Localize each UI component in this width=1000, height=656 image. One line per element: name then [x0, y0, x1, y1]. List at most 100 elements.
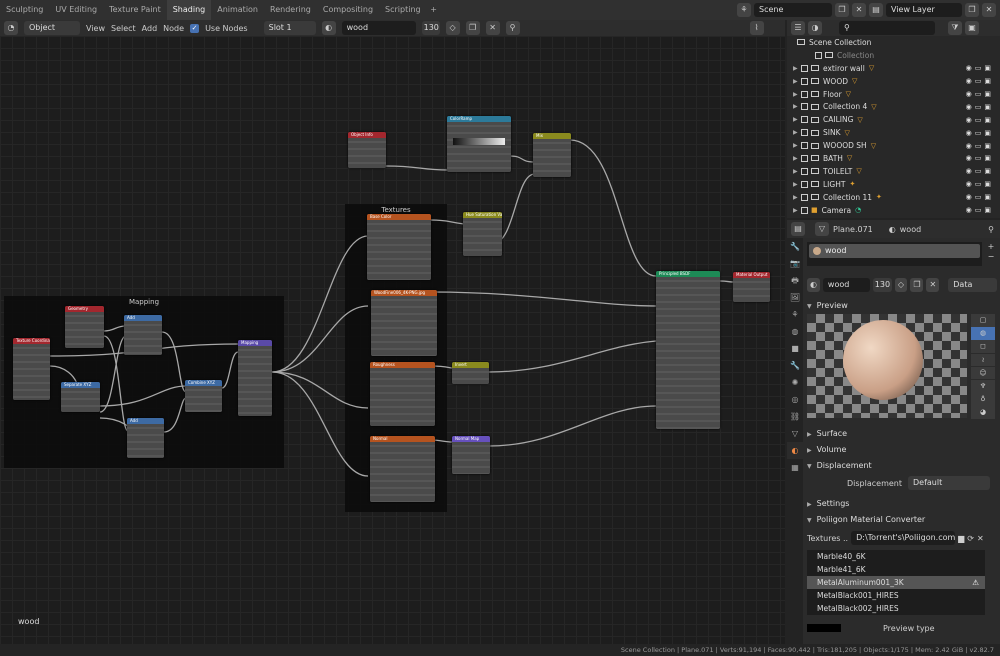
material-name-field[interactable]: wood — [341, 21, 416, 35]
scene-icon[interactable]: ⚘ — [737, 3, 751, 17]
output-tab-icon[interactable]: 🖶 — [791, 276, 799, 285]
close-icon[interactable]: ✕ — [485, 21, 500, 35]
snap-icon[interactable]: ⌇ — [749, 21, 764, 35]
panel-volume[interactable]: ▶Volume — [807, 442, 997, 458]
use-nodes-checkbox[interactable]: ✓ — [190, 23, 200, 33]
exclude-checkbox[interactable] — [815, 51, 822, 59]
expand-icon[interactable]: ▶ — [793, 116, 798, 124]
copy-icon[interactable]: ❐ — [910, 278, 924, 292]
exclude-checkbox[interactable] — [801, 193, 808, 201]
node-add[interactable]: Add — [124, 315, 162, 355]
physics-tab-icon[interactable]: ◎ — [791, 395, 799, 404]
object-mode-dropdown[interactable]: Object — [24, 21, 80, 35]
refresh-icon[interactable]: ⟳ — [967, 533, 974, 543]
material-users-count[interactable]: 130 — [421, 21, 440, 35]
filter-icon[interactable]: ⧩ — [948, 21, 962, 35]
tab-compositing[interactable]: Compositing — [322, 5, 374, 14]
exclude-checkbox[interactable] — [801, 103, 808, 111]
expand-icon[interactable]: ▶ — [793, 154, 798, 162]
node-wood-texture[interactable]: WoodFine006_4K-PNG.jpg — [371, 290, 437, 356]
texture-list-item[interactable]: Marble40_6K — [817, 552, 866, 561]
material-users-count[interactable]: 130 — [872, 278, 892, 292]
visibility-icons[interactable]: ◉▭▣ — [965, 102, 994, 111]
tab-sculpting[interactable]: Sculpting — [6, 5, 44, 14]
node-separate-xyz[interactable]: Separate XYZ — [61, 382, 100, 412]
node-object-info[interactable]: Object Info — [348, 132, 386, 168]
outliner-row[interactable]: ▶WOOD▽◉▭▣ — [787, 75, 1000, 88]
material-datablock-field[interactable]: wood — [822, 278, 870, 292]
exclude-checkbox[interactable] — [801, 154, 808, 162]
tab-animation[interactable]: Animation — [217, 5, 259, 14]
material-slot-list[interactable]: wood — [807, 242, 982, 266]
outliner-row[interactable]: ▶TOILELT▽◉▭▣ — [787, 165, 1000, 178]
node-invert[interactable]: Invert — [452, 362, 489, 384]
tab-scripting[interactable]: Scripting — [385, 5, 421, 14]
panel-displacement[interactable]: ▼Displacement — [807, 458, 997, 474]
menu-view[interactable]: View — [86, 23, 105, 33]
node-roughness-texture[interactable]: Roughness — [370, 362, 435, 426]
scene-collection-row[interactable]: Scene Collection — [787, 36, 1000, 49]
tab-texture-paint[interactable]: Texture Paint — [109, 5, 161, 14]
visibility-icons[interactable]: ◉▭▣ — [965, 77, 994, 86]
view-layer-field[interactable]: View Layer — [886, 3, 962, 17]
preview-fluid-icon[interactable]: ♁ — [971, 393, 995, 406]
visibility-icons[interactable]: ◉▭▣ — [965, 90, 994, 98]
node-normal-map[interactable]: Normal Map — [452, 436, 490, 474]
editor-type-icon[interactable]: ◔ — [4, 21, 18, 35]
fake-user-shield-icon[interactable]: ◇ — [445, 21, 460, 35]
expand-icon[interactable]: ▶ — [793, 90, 798, 98]
visibility-icons[interactable]: ◉▭▣ — [965, 206, 994, 215]
exclude-checkbox[interactable] — [801, 142, 808, 150]
close-icon[interactable]: ✕ — [982, 3, 996, 17]
visibility-icons[interactable]: ◉▭▣ — [965, 180, 994, 189]
material-tab-icon[interactable]: ◐ — [787, 442, 803, 459]
panel-settings[interactable]: ▶Settings — [807, 496, 997, 512]
visibility-icons[interactable]: ◉▭▣ — [965, 154, 994, 163]
expand-icon[interactable]: ▶ — [793, 180, 798, 188]
exclude-checkbox[interactable] — [801, 116, 808, 124]
node-material-output[interactable]: Material Output — [733, 272, 770, 302]
modifier-tab-icon[interactable]: 🔧 — [790, 361, 800, 370]
texture-tab-icon[interactable]: ▦ — [791, 463, 799, 472]
preview-flat-icon[interactable]: ▢ — [971, 314, 995, 327]
preview-hair-icon[interactable]: ≀ — [971, 353, 995, 367]
expand-icon[interactable]: ▶ — [793, 64, 798, 72]
outliner-editor-icon[interactable]: ☰ — [791, 21, 805, 35]
properties-editor-icon[interactable]: ▤ — [791, 222, 805, 236]
node-color-ramp[interactable]: ColorRamp — [447, 116, 511, 172]
visibility-icons[interactable]: ◉▭▣ — [965, 141, 994, 150]
outliner-row[interactable]: ▶■Camera◔◉▭▣ — [787, 204, 1000, 217]
outliner-row[interactable]: ▶Collection 4▽◉▭▣ — [787, 100, 1000, 113]
exclude-checkbox[interactable] — [801, 90, 808, 98]
preview-cube-icon[interactable]: ◻ — [971, 340, 995, 353]
node-texture-coordinate[interactable]: Texture Coordinate — [13, 338, 50, 400]
outliner-row[interactable]: ▶extiror wall▽◉▭▣ — [787, 62, 1000, 75]
outliner-row[interactable]: ▶Floor▽◉▭▣ — [787, 88, 1000, 101]
node-base-color-texture[interactable]: Base Color — [367, 214, 431, 280]
preview-cloth-icon[interactable]: ♆ — [971, 379, 995, 393]
expand-icon[interactable]: ▶ — [793, 167, 798, 175]
visibility-icons[interactable]: ◉▭▣ — [965, 64, 994, 73]
close-icon[interactable]: ✕ — [926, 278, 940, 292]
expand-icon[interactable]: ▶ — [793, 103, 798, 111]
remove-slot-icon[interactable]: − — [987, 252, 995, 261]
displacement-dropdown[interactable]: Default — [908, 476, 990, 490]
node-add-2[interactable]: Add — [127, 418, 164, 458]
node-normal-texture[interactable]: Normal — [370, 436, 435, 502]
textures-path-field[interactable]: D:\Torrent's\Poliigon.com\ — [851, 531, 956, 545]
visibility-icons[interactable]: ◉▭▣ — [965, 128, 994, 137]
expand-icon[interactable]: ▶ — [793, 206, 798, 214]
expand-icon[interactable]: ▶ — [793, 193, 798, 201]
render-tab-icon[interactable]: 📷 — [790, 259, 800, 268]
texture-list-item-selected[interactable]: MetalAluminum001_3K⚠ — [807, 576, 985, 589]
preview-sphere-icon[interactable]: ◍ — [971, 327, 995, 340]
outliner-search-input[interactable]: ⚲ — [839, 21, 935, 35]
exclude-checkbox[interactable] — [801, 64, 808, 72]
preview-world-icon[interactable]: ◕ — [971, 406, 995, 419]
outliner-row[interactable]: ▶Collection 11✦◉▭▣ — [787, 191, 1000, 204]
close-icon[interactable]: ✕ — [852, 3, 866, 17]
expand-icon[interactable]: ▶ — [793, 77, 798, 85]
slot-dropdown[interactable]: Slot 1 — [263, 21, 316, 35]
pin-icon[interactable]: ⚲ — [505, 21, 520, 35]
view-layer-icon[interactable]: ▤ — [869, 3, 883, 17]
